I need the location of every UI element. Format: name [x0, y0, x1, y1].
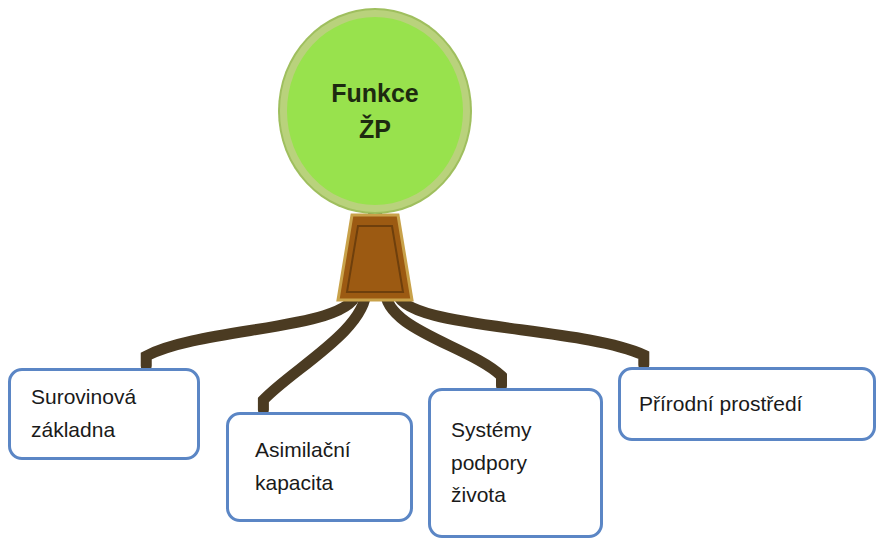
- function-box: Surovinová základna: [8, 368, 200, 460]
- function-box: Asimilační kapacita: [226, 412, 413, 522]
- trunk-shape: [338, 215, 412, 300]
- box-label: Přírodní prostředí: [639, 388, 802, 421]
- box-label: Asimilační kapacita: [255, 434, 375, 499]
- function-box: Přírodní prostředí: [618, 367, 876, 441]
- box-label: Systémy podpory života: [451, 414, 561, 512]
- box-label: Surovinová základna: [31, 381, 161, 446]
- function-circle: Funkce ŽP: [280, 10, 470, 212]
- root-connector: [375, 208, 644, 365]
- trunk-inner: [347, 226, 403, 292]
- function-box: Systémy podpory života: [428, 388, 603, 538]
- title-text: Funkce ŽP: [320, 75, 430, 148]
